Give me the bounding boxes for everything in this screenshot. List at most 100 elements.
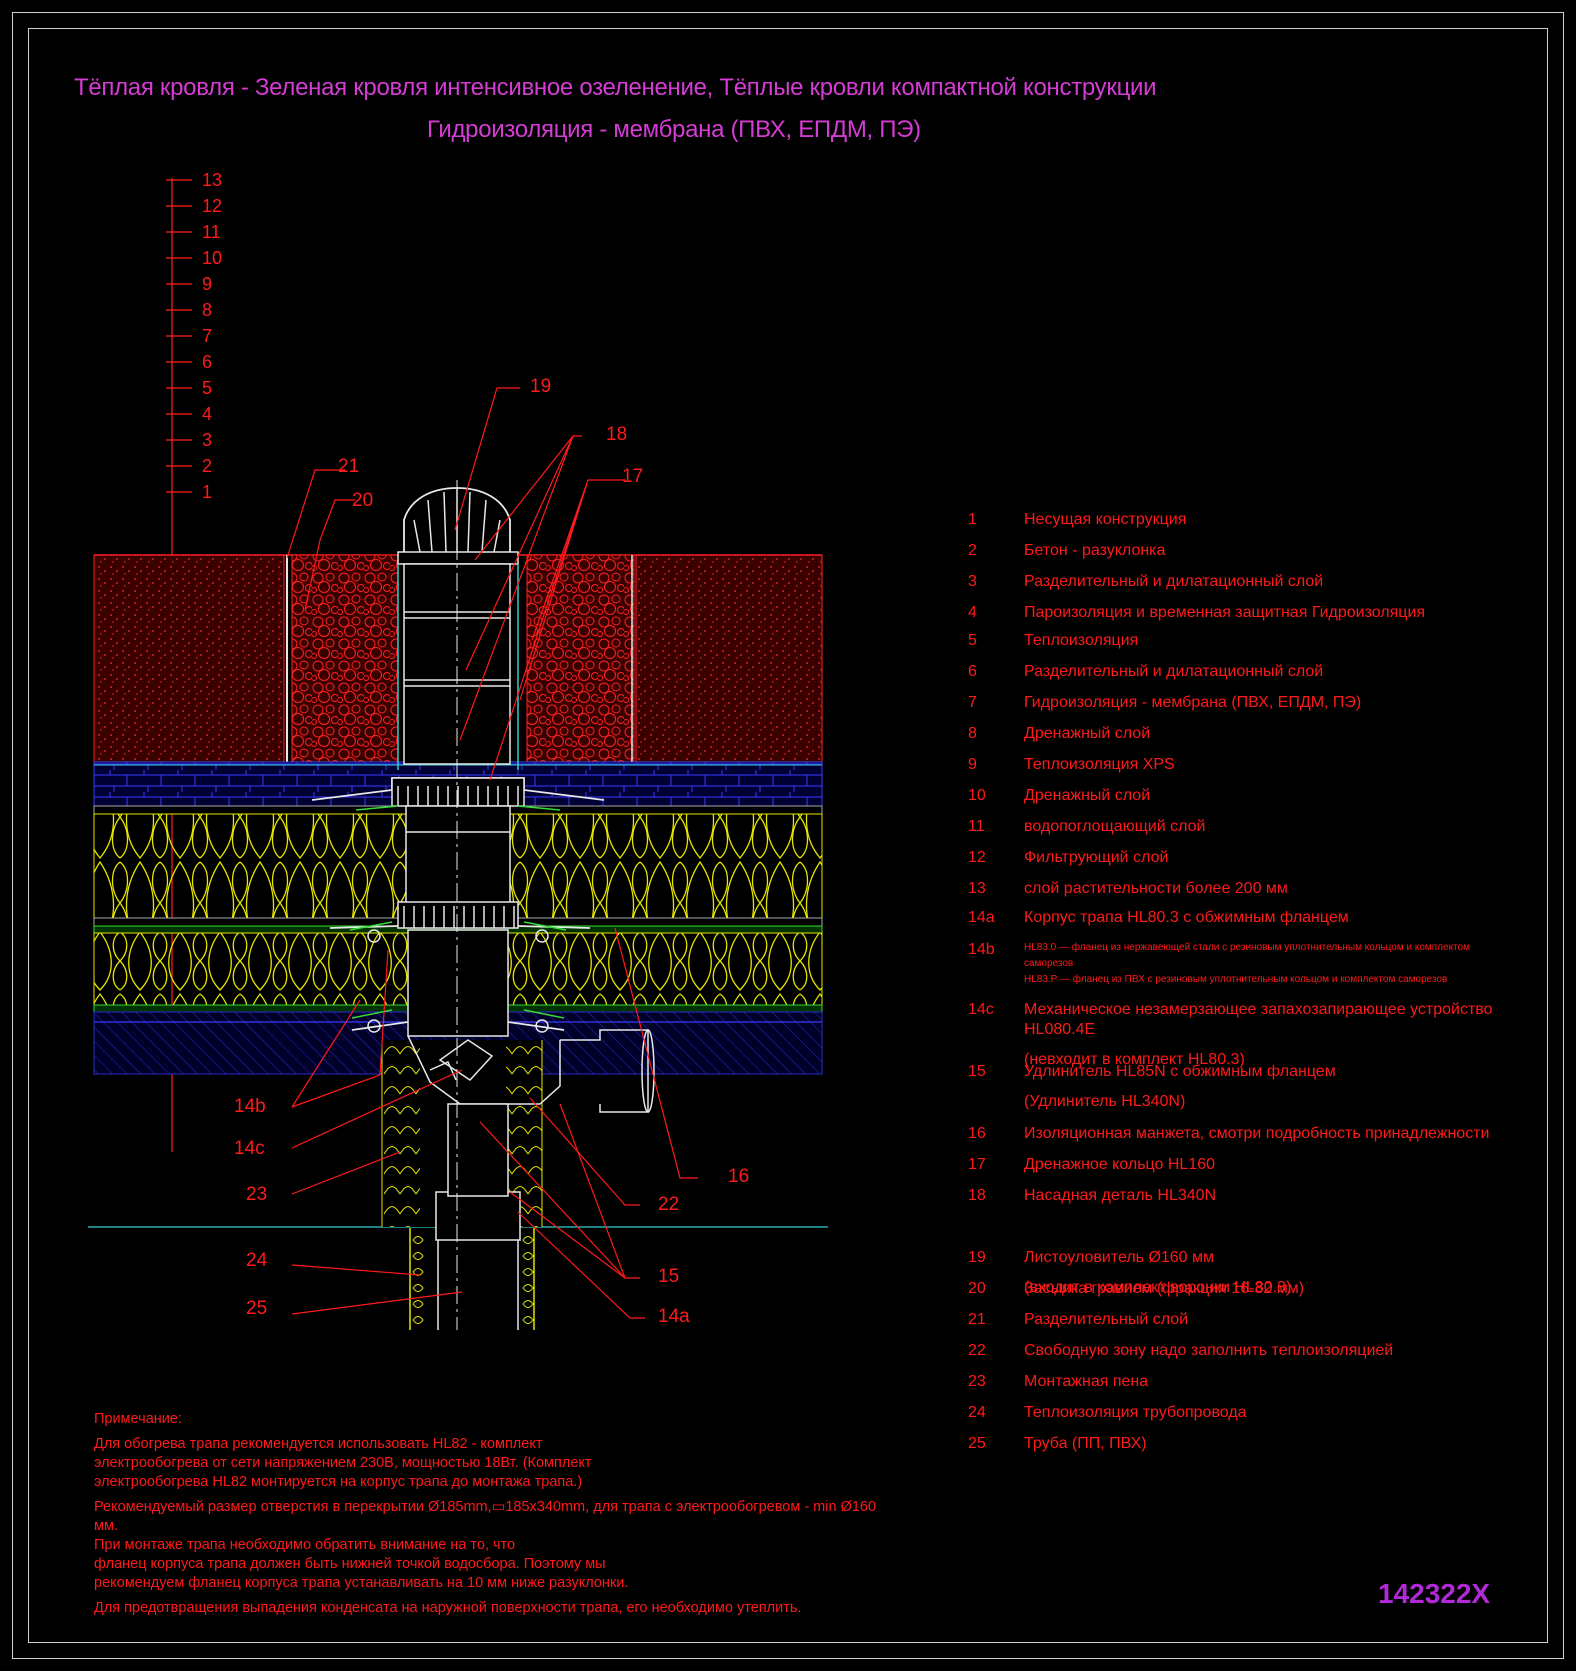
legend-number: 5 [968, 632, 977, 649]
callout-17: 17 [622, 466, 644, 487]
legend-number: 10 [968, 787, 986, 804]
legend-text: Дренажный слой [1024, 787, 1151, 804]
legend-text: Пароизоляция и временная защитная Гидрои… [1024, 604, 1426, 621]
legend-item: 4 Пароизоляция и временная защитная Гидро… [960, 603, 1520, 623]
legend-item: 6 Разделительный и дилатационный слой [960, 662, 1520, 682]
callout-14b: 14b [234, 1096, 266, 1117]
insulation-mark [412, 1284, 424, 1292]
pipe-insulation-marks [412, 1236, 534, 1324]
notes-line: При монтаже трапа необходимо обратить вн… [94, 1537, 516, 1553]
callout-23: 23 [246, 1184, 268, 1205]
legend-number: 14a [968, 909, 995, 926]
legend-item: 14a Корпус трапа HL80.3 с обжимным фланце… [960, 908, 1520, 928]
legend-text: Механическое незамерзающее запахозапираю… [1024, 1001, 1493, 1038]
notes-line: Для предотвращения выпадения конденсата … [94, 1600, 802, 1616]
legend-number: 3 [968, 573, 977, 590]
legend-item: 24 Теплоизоляция трубопровода [960, 1403, 1520, 1423]
insulation-mark [412, 1252, 424, 1260]
callout-18: 18 [606, 424, 628, 445]
legend-number: 24 [968, 1404, 986, 1421]
membrane-clamp-details [349, 805, 567, 1019]
insulation-mark [412, 1236, 424, 1244]
drawing-frame-inner [28, 28, 1548, 1643]
legend-number: 14c [968, 1001, 994, 1018]
callout-20: 20 [352, 490, 374, 511]
legend-text: Листоуловитель Ø160 мм [1024, 1249, 1215, 1266]
layer-soil [93, 554, 823, 763]
notes-line: рекомендуем фланец корпуса трапа устанав… [94, 1575, 629, 1591]
legend-text: Теплоизоляция трубопровода [1024, 1404, 1247, 1421]
legend-text: слой растительности более 200 мм [1024, 880, 1288, 897]
legend-text: Засыпка гравием (фракция 16-32 мм) [1024, 1280, 1305, 1297]
legend-number: 16 [968, 1125, 986, 1142]
legend-text: Монтажная пена [1024, 1373, 1149, 1390]
legend-number: 12 [968, 849, 986, 866]
legend-text: Дренажное кольцо HL160 [1024, 1156, 1216, 1173]
drawing-number-stamp: 142322X [1378, 1578, 1491, 1609]
notes-line: электрообогрева HL82 монтируется на корп… [94, 1474, 583, 1490]
callout-14c: 14c [234, 1138, 265, 1159]
scale-label: 1 [202, 482, 213, 502]
callout-22: 22 [658, 1194, 680, 1215]
insulation-mark [522, 1268, 534, 1276]
legend-text: Насадная деталь HL340N [1024, 1187, 1217, 1204]
legend-text: Несущая конструкция [1024, 511, 1187, 528]
notes-line: электрообогрева от сети напряжением 230В… [94, 1455, 592, 1471]
legend-item: 10 Дренажный слой [960, 786, 1520, 806]
legend-number: 8 [968, 725, 977, 742]
legend-item: 8 Дренажный слой [960, 724, 1520, 744]
legend-item: 2 Бетон - разуклонка [960, 541, 1520, 561]
insulation-mark [522, 1236, 534, 1244]
notes-paragraph-1: Для обогрева трапа рекомендуется использ… [94, 1435, 894, 1492]
legend-number: 15 [968, 1063, 986, 1080]
drain-assembly [311, 487, 655, 1330]
legend-number: 4 [968, 604, 977, 621]
notes-line: Для обогрева трапа рекомендуется использ… [94, 1436, 543, 1452]
legend-text: Дренажный слой [1024, 725, 1151, 742]
notes-line: фланец корпуса трапа должен быть нижней … [94, 1556, 606, 1572]
callout-16: 16 [728, 1166, 750, 1187]
insulation-mark [522, 1284, 534, 1292]
legend-item: 25 Труба (ПП, ПВХ) [960, 1434, 1520, 1454]
legend-text: Бетон - разуклонка [1024, 542, 1166, 559]
leader-lines [286, 387, 698, 1319]
legend-item: 20 Засыпка гравием (фракция 16-32 мм) [960, 1279, 1520, 1299]
title-line-2: Гидроизоляция - мембрана (ПВХ, ЕПДМ, ПЭ) [427, 116, 921, 143]
insulation-mark [412, 1300, 424, 1308]
scale-label: 4 [202, 404, 213, 424]
title-line-1: Тёплая кровля - Зеленая кровля интенсивн… [74, 74, 1157, 101]
notes-paragraph-2: Рекомендуемый размер отверстия в перекры… [94, 1498, 894, 1593]
scale-label: 11 [202, 222, 221, 242]
scale-label: 10 [202, 248, 223, 268]
legend-text: водопоглощающий слой [1024, 818, 1206, 835]
scale-label: 12 [202, 196, 223, 216]
callout-14a: 14a [658, 1306, 690, 1327]
legend-text-continued: (невходит в комплект HL80.3) [1024, 1051, 1245, 1068]
legend-number: 6 [968, 663, 977, 680]
legend-text: Разделительный и дилатационный слой [1024, 663, 1324, 680]
legend-text-continued: (Удлинитель HL340N) [1024, 1093, 1186, 1110]
insulation-mark [522, 1252, 534, 1260]
insulation-mark [522, 1316, 534, 1324]
legend-text-continued: (входит в комплект воронки HL80.3) [1024, 1279, 1292, 1296]
legend-text: Удлинитель HL85N с обжимным фланцем [1024, 1063, 1336, 1080]
legend-number: 20 [968, 1280, 986, 1297]
legend-number: 25 [968, 1435, 986, 1452]
legend-number: 23 [968, 1373, 986, 1390]
scale-label: 13 [202, 170, 223, 190]
legend-text: Корпус трапа HL80.3 с обжимным фланцем [1024, 909, 1349, 926]
legend-number: 17 [968, 1156, 986, 1173]
legend-text: Труба (ПП, ПВХ) [1024, 1435, 1147, 1452]
callout-25: 25 [246, 1298, 268, 1319]
legend-text: Разделительный слой [1024, 1311, 1189, 1328]
legend-number: 2 [968, 542, 977, 559]
